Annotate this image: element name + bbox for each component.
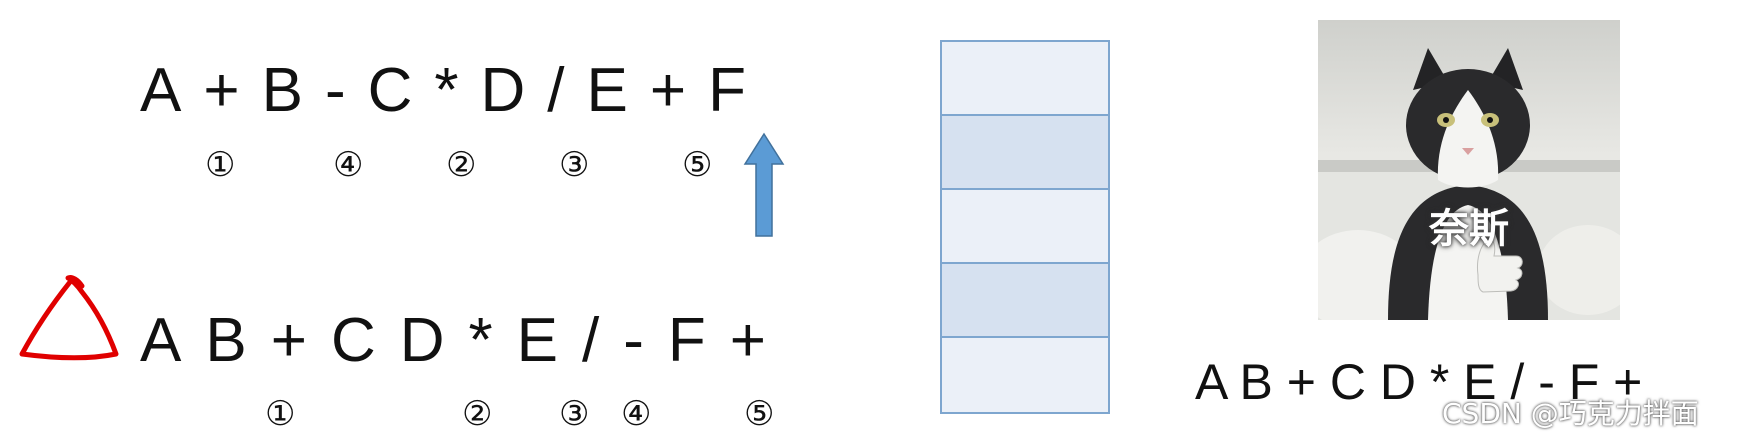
postfix-order-mark: ⑤ (744, 394, 775, 434)
stack-slot (942, 338, 1108, 412)
stack-slot (942, 264, 1108, 338)
postfix-token: E (516, 306, 558, 375)
postfix-token: D (399, 306, 445, 375)
infix-order-mark: ② (446, 145, 477, 185)
postfix-token: F (667, 306, 706, 375)
postfix-token: A (140, 306, 182, 375)
postfix-token: + (729, 306, 766, 375)
infix-token: A (140, 56, 182, 125)
infix-token: F (708, 56, 746, 125)
meme-caption: 奈斯 (1429, 206, 1509, 252)
postfix-token: + (270, 306, 307, 375)
triangle-mark-icon (19, 275, 119, 361)
up-arrow-icon (743, 132, 785, 237)
infix-token: E (586, 56, 628, 125)
infix-order-mark: ④ (333, 145, 364, 185)
operator-stack (940, 40, 1110, 414)
infix-token: + (649, 56, 687, 125)
infix-token: / (547, 56, 565, 125)
postfix-expression: A B + C D * E / - F + (140, 310, 790, 372)
infix-token: - (324, 56, 346, 125)
postfix-token: - (623, 306, 644, 375)
stack-slot (942, 42, 1108, 116)
postfix-token: C (330, 306, 376, 375)
infix-token: + (203, 56, 240, 125)
postfix-order-mark: ① (265, 394, 296, 434)
postfix-order-mark: ④ (621, 394, 652, 434)
infix-order-mark: ① (205, 145, 236, 185)
result-expression: A B + C D * E / - F + (1195, 354, 1643, 410)
infix-expression: A + B - C * D / E + F (140, 60, 768, 122)
postfix-order-mark: ③ (559, 394, 590, 434)
watermark: CSDN @巧克力拌面 (1442, 397, 1699, 430)
stack-slot (942, 190, 1108, 264)
cat-thumbs-up-icon (1318, 48, 1620, 320)
postfix-token: B (205, 306, 247, 375)
infix-token: * (434, 56, 459, 125)
infix-token: C (367, 56, 413, 125)
infix-token: D (480, 56, 526, 125)
stack-slot (942, 116, 1108, 190)
postfix-token: / (582, 306, 600, 375)
cat-meme-image: 奈斯 (1318, 20, 1620, 320)
infix-order-mark: ⑤ (682, 145, 713, 185)
infix-token: B (261, 56, 303, 125)
postfix-order-mark: ② (462, 394, 493, 434)
infix-order-mark: ③ (559, 145, 590, 185)
postfix-token: * (468, 306, 493, 375)
